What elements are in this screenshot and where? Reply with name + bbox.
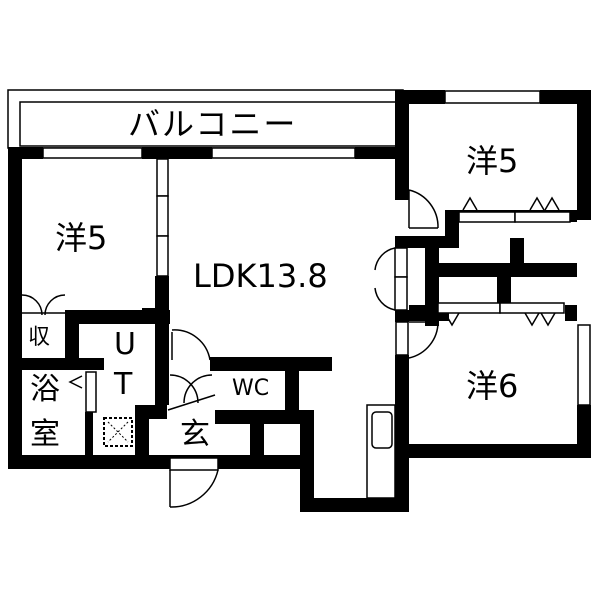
western-room-top-right-label: 洋5 [466,142,519,180]
closets-right [409,196,577,327]
utility-t-label: T [114,367,133,402]
entrance-label: 玄 [180,417,210,452]
bathroom-label-1: 浴 [30,372,60,407]
western-room-bottom-right-label: 洋6 [466,367,519,405]
balcony-label: バルコニー [128,105,298,143]
bathroom-label-2: 室 [30,417,60,452]
western-room-left-label: 洋5 [55,219,108,257]
storage-label: 収 [28,325,51,350]
windows [42,90,591,406]
utility-u-label: U [114,327,136,362]
ldk-label: LDK13.8 [193,257,328,295]
exterior-walls [8,90,591,512]
doors [21,189,439,508]
interior-walls [22,310,332,460]
toilet-label: WC [232,376,270,401]
left-room-partition [142,158,169,326]
